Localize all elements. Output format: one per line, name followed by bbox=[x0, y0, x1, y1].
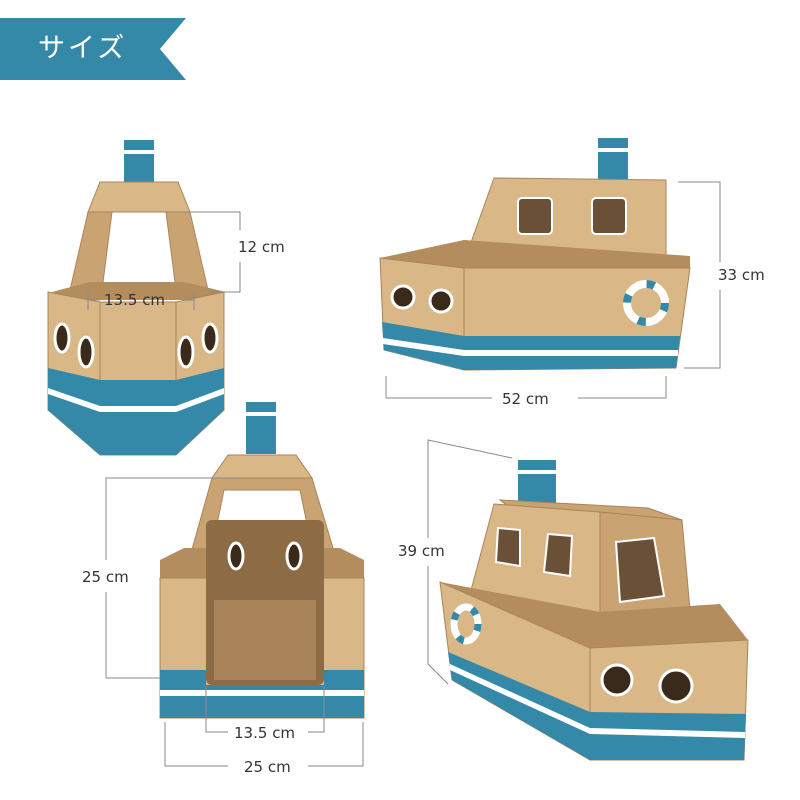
perspective-dimension-lines bbox=[427, 439, 513, 685]
total-height-label: 39 cm bbox=[398, 542, 445, 560]
back-chimney bbox=[246, 402, 276, 454]
front-cabin-height-label: 12 cm bbox=[238, 238, 285, 256]
perspective-porthole bbox=[600, 663, 634, 697]
front-cabin-roof bbox=[87, 181, 191, 213]
front-roof-width-label: 13.5 cm bbox=[104, 291, 165, 309]
side-chimney bbox=[598, 138, 628, 182]
front-porthole bbox=[201, 322, 219, 354]
side-porthole bbox=[390, 284, 416, 310]
perspective-porthole bbox=[658, 668, 694, 704]
front-chimney bbox=[124, 140, 154, 182]
perspective-cabin-window bbox=[614, 536, 666, 604]
front-view-boat bbox=[47, 140, 226, 456]
side-hull-stripe bbox=[382, 322, 680, 370]
front-porthole bbox=[53, 322, 71, 354]
front-porthole bbox=[177, 335, 195, 369]
back-width-label: 25 cm bbox=[244, 758, 291, 776]
back-view-boat bbox=[159, 402, 365, 719]
perspective-cabin-window bbox=[494, 526, 521, 568]
side-cabin-window bbox=[517, 197, 553, 235]
back-opening-width-label: 13.5 cm bbox=[234, 724, 295, 742]
perspective-hull-stripe bbox=[448, 652, 590, 760]
perspective-view-boat bbox=[439, 460, 749, 761]
perspective-cabin-window bbox=[542, 532, 574, 578]
section-title: サイズ bbox=[38, 33, 128, 64]
side-porthole bbox=[428, 288, 454, 314]
front-cabin-frame bbox=[69, 211, 209, 291]
side-length-label: 52 cm bbox=[502, 390, 549, 408]
side-height-label: 33 cm bbox=[718, 266, 765, 284]
back-cabin-roof bbox=[211, 454, 313, 479]
side-dimension-lines bbox=[385, 181, 721, 399]
front-dimension-lines bbox=[87, 211, 241, 310]
back-dimension-lines bbox=[105, 477, 364, 767]
front-porthole bbox=[77, 335, 95, 369]
section-banner: サイズ bbox=[0, 18, 186, 80]
perspective-chimney bbox=[518, 460, 556, 506]
side-view-boat bbox=[379, 138, 691, 371]
back-height-label: 25 cm bbox=[82, 568, 129, 586]
side-cabin-window bbox=[591, 197, 627, 235]
